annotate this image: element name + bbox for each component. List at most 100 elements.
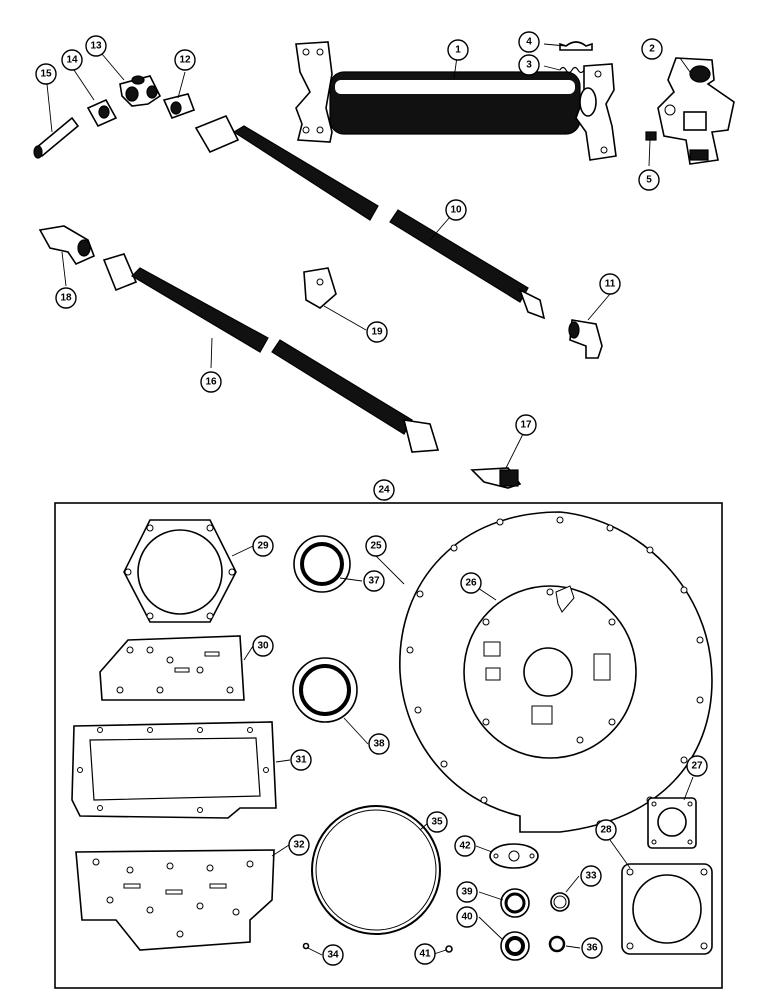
o-ring-36: [548, 935, 566, 953]
svg-text:32: 32: [293, 840, 305, 851]
svg-text:11: 11: [605, 279, 616, 290]
lower-hose: [102, 253, 440, 453]
callout-27: 27: [686, 755, 708, 777]
callout-2: 2: [641, 38, 663, 60]
callout-29: 29: [252, 535, 274, 557]
svg-text:24: 24: [378, 485, 390, 496]
callout-13: 13: [85, 35, 107, 57]
hex-gasket: [123, 519, 237, 623]
callout-28: 28: [595, 819, 617, 841]
callout-18: 18: [55, 287, 77, 309]
square-gasket: [647, 797, 697, 849]
callout-24: 24: [373, 479, 395, 501]
svg-text:39: 39: [461, 887, 473, 898]
callout-34: 34: [322, 944, 344, 966]
callout-38: 38: [368, 733, 390, 755]
callout-14: 14: [61, 49, 83, 71]
pump-gasket: [621, 863, 713, 955]
pipe-nipple: [33, 116, 80, 159]
callout-42: 42: [454, 835, 476, 857]
callout-25: 25: [365, 535, 387, 557]
svg-text:10: 10: [450, 205, 462, 216]
elbow-fitting: [568, 319, 603, 359]
hose-connector: [162, 93, 196, 120]
svg-text:15: 15: [40, 69, 52, 80]
callout-1: 1: [447, 39, 469, 61]
svg-text:4: 4: [526, 37, 532, 48]
callout-16: 16: [200, 371, 222, 393]
callout-37: 37: [363, 570, 385, 592]
callout-3: 3: [518, 54, 540, 76]
bushing: [86, 98, 118, 128]
svg-text:17: 17: [520, 420, 532, 431]
washer-41: [445, 945, 453, 953]
callout-19: 19: [366, 321, 388, 343]
valve-body: [657, 57, 735, 165]
callout-26: 26: [460, 572, 482, 594]
svg-text:30: 30: [257, 641, 269, 652]
svg-text:28: 28: [600, 825, 612, 836]
svg-text:34: 34: [327, 950, 339, 961]
svg-text:14: 14: [66, 55, 78, 66]
valve-plate-gasket: [99, 635, 245, 701]
callout-30: 30: [252, 635, 274, 657]
callout-32: 32: [288, 834, 310, 856]
callout-4: 4: [518, 31, 540, 53]
washer-34: [302, 942, 310, 950]
callout-5: 5: [638, 169, 660, 191]
callout-15: 15: [35, 63, 57, 85]
svg-text:31: 31: [295, 755, 307, 766]
hose-clamp: [303, 267, 337, 309]
svg-text:2: 2: [649, 44, 655, 55]
svg-text:27: 27: [691, 761, 703, 772]
svg-text:38: 38: [373, 739, 385, 750]
svg-text:37: 37: [368, 576, 380, 587]
svg-text:35: 35: [431, 817, 443, 828]
large-o-ring: [311, 805, 441, 935]
street-elbow: [38, 225, 96, 266]
svg-text:13: 13: [90, 41, 102, 52]
callout-33: 33: [580, 865, 602, 887]
svg-text:19: 19: [371, 327, 383, 338]
pump-plate-gasket: [463, 585, 637, 759]
leader-lines: [46, 43, 694, 956]
plug: [645, 131, 657, 141]
spring: [559, 66, 585, 74]
flange-gasket: [489, 843, 539, 869]
svg-text:3: 3: [526, 60, 532, 71]
svg-text:12: 12: [179, 55, 191, 66]
svg-text:33: 33: [585, 871, 597, 882]
callout-39: 39: [456, 881, 478, 903]
svg-text:26: 26: [465, 578, 477, 589]
callout-31: 31: [290, 749, 312, 771]
svg-text:5: 5: [646, 175, 652, 186]
o-ring-33: [550, 892, 570, 912]
tube-elbow: [470, 467, 522, 489]
gasket-kit-box: [54, 502, 723, 989]
callout-11: 11: [599, 273, 621, 295]
callout-10: 10: [445, 199, 467, 221]
oil-cooler-tube: [295, 41, 617, 161]
svg-text:16: 16: [205, 377, 217, 388]
cover-gasket: [71, 721, 277, 819]
small-seal-39: [500, 888, 530, 918]
callout-17: 17: [515, 414, 537, 436]
callout-12: 12: [174, 49, 196, 71]
svg-text:25: 25: [370, 541, 382, 552]
svg-text:1: 1: [455, 45, 461, 56]
svg-text:42: 42: [459, 841, 471, 852]
pipe-tee: [119, 75, 162, 107]
clip: [559, 41, 593, 51]
svg-text:41: 41: [419, 949, 431, 960]
callout-41: 41: [414, 943, 436, 965]
upper-hose: [194, 114, 546, 320]
svg-text:36: 36: [586, 943, 598, 954]
callout-36: 36: [581, 937, 603, 959]
seal-ring-middle: [292, 657, 358, 723]
valve-body-gasket: [75, 849, 275, 951]
oil-seal-40: [500, 931, 530, 961]
svg-text:29: 29: [257, 541, 269, 552]
seal-ring-top: [293, 535, 351, 593]
callout-40: 40: [456, 906, 478, 928]
svg-text:18: 18: [60, 293, 72, 304]
